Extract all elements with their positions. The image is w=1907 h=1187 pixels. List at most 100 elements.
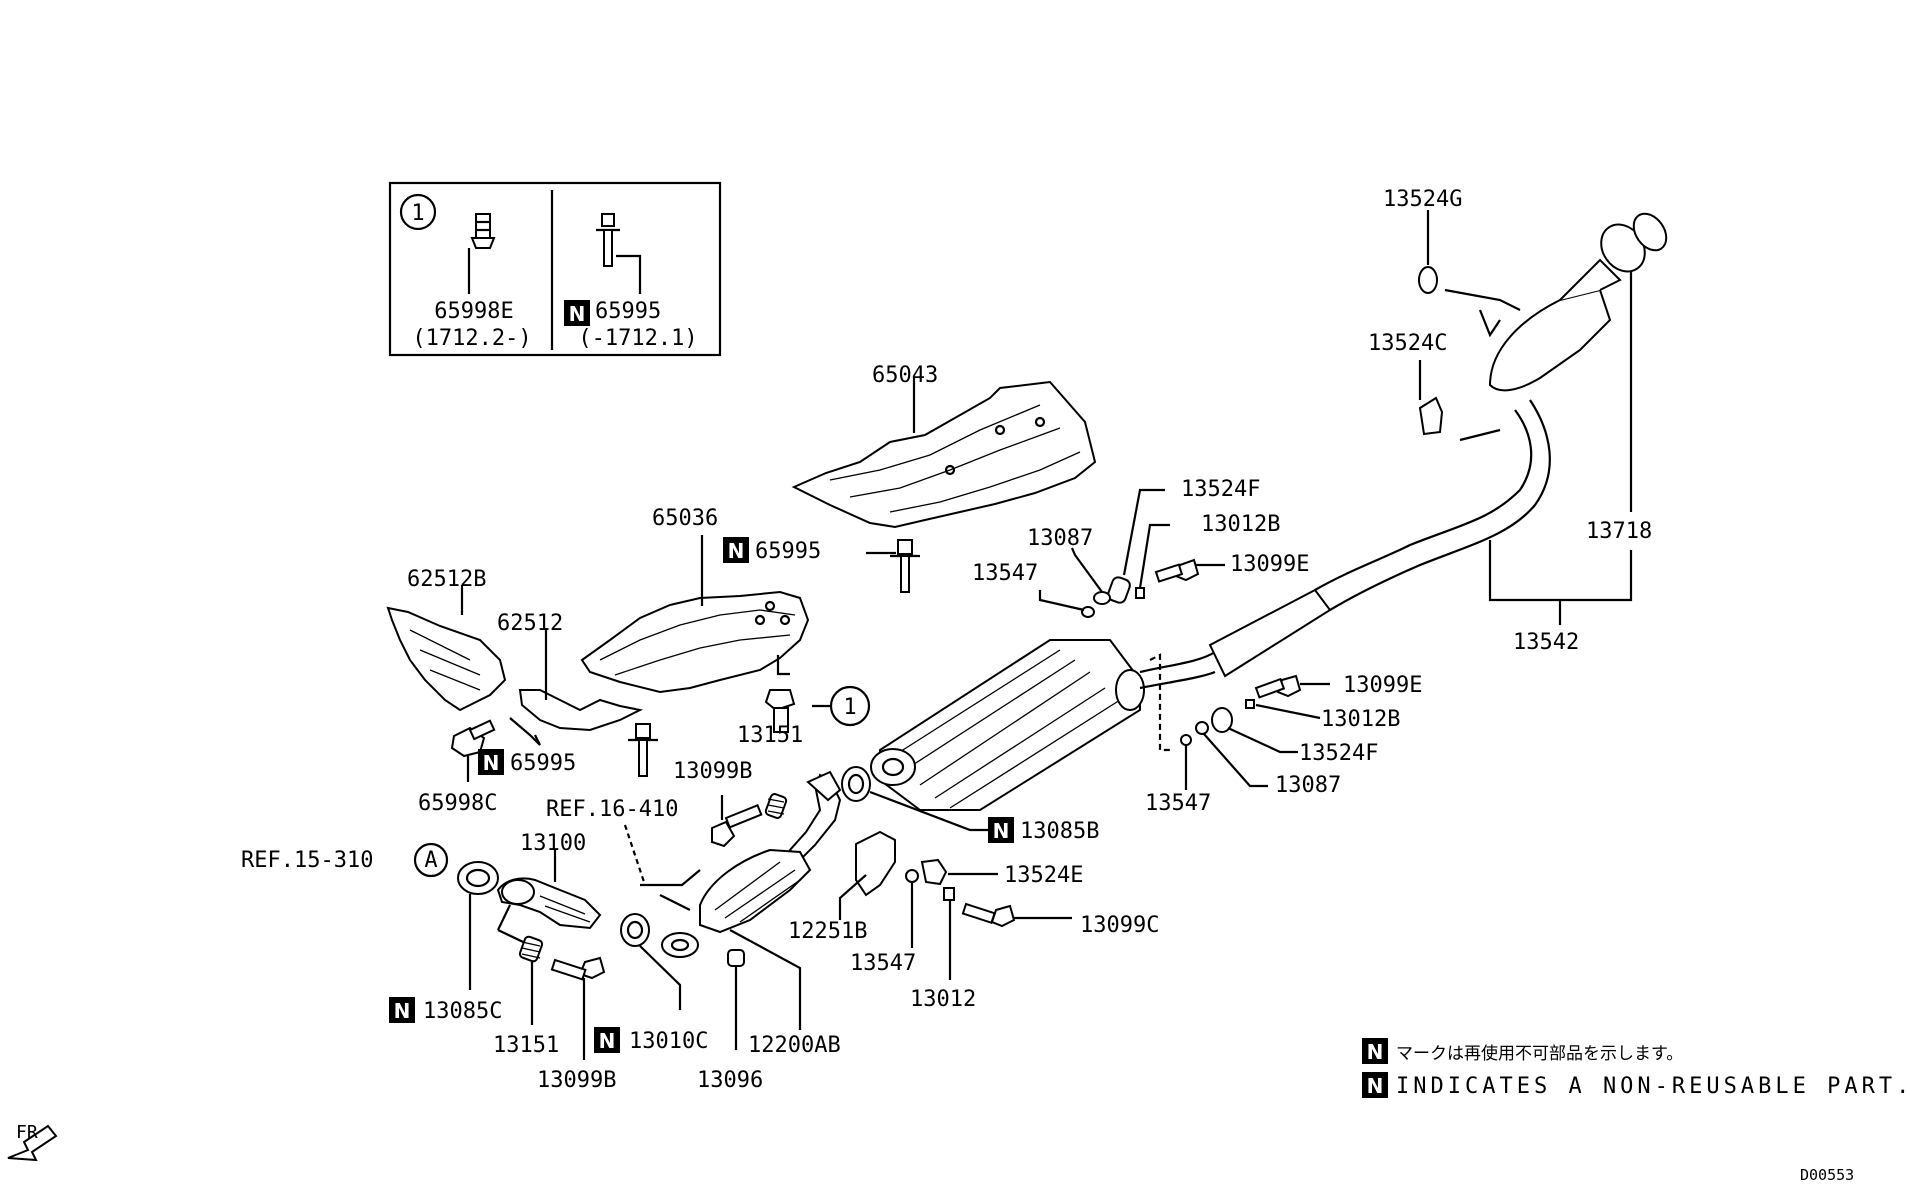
label-13012B-top: 13012B xyxy=(1201,512,1280,537)
bolt-65995-icon xyxy=(596,213,620,267)
n-mark-icon xyxy=(389,997,415,1023)
bracket-12251B-icon xyxy=(855,830,896,897)
label-13524G: 13524G xyxy=(1383,187,1462,212)
bolt-13151-top-icon xyxy=(764,689,796,733)
label-13087-right: 13087 xyxy=(1275,773,1341,798)
label-13524F-right: 13524F xyxy=(1299,741,1378,766)
collar-13012B-top-icon xyxy=(1135,587,1145,599)
label-65998C: 65998C xyxy=(418,791,497,816)
label-65043: 65043 xyxy=(872,363,938,388)
label-ref-16-410: REF.16-410 xyxy=(546,797,678,822)
washer-13547-right-icon xyxy=(1180,734,1192,746)
n-mark-icon xyxy=(988,817,1014,843)
washer-13087-top-icon xyxy=(1093,591,1111,605)
svg-text:N: N xyxy=(569,302,586,326)
label-13085C: 13085C xyxy=(423,999,502,1024)
legend: N マークは再使用不可部品を示します。 N INDICATES A NON-RE… xyxy=(1362,1038,1907,1099)
svg-text:N: N xyxy=(599,1029,616,1053)
svg-text:N: N xyxy=(728,539,745,563)
heat-shield-62512B xyxy=(386,606,507,712)
label-13087-top: 13087 xyxy=(1027,526,1093,551)
label-62512B: 62512B xyxy=(407,567,486,592)
collar-13012B-right-icon xyxy=(1245,699,1255,709)
inset-circle-label: 1 xyxy=(411,201,424,226)
n-mark-icon xyxy=(564,300,590,326)
spring-13151-icon xyxy=(764,793,788,819)
svg-text:A: A xyxy=(424,848,437,873)
bolt-13099C-icon xyxy=(961,902,1016,928)
spring-13151-low-icon xyxy=(518,935,544,963)
bolt-65998E-icon xyxy=(470,213,496,249)
ref-circle-A-icon xyxy=(413,842,449,878)
label-13100: 13100 xyxy=(520,831,586,856)
label-13010C: 13010C xyxy=(629,1029,708,1054)
svg-text:1: 1 xyxy=(843,695,856,720)
hanger-13524F-right-icon xyxy=(1211,707,1233,733)
label-13547-low: 13547 xyxy=(850,951,916,976)
hanger-13524C-icon xyxy=(1418,396,1444,436)
front-arrow-icon xyxy=(7,1124,58,1162)
label-13099E-top: 13099E xyxy=(1230,552,1309,577)
heat-shield-65043 xyxy=(791,380,1097,529)
label-13524E: 13524E xyxy=(1004,863,1083,888)
catalytic-converter-12200AB xyxy=(661,848,812,958)
label-13524F-top: 13524F xyxy=(1181,477,1260,502)
heat-shield-62512 xyxy=(509,689,644,746)
hanger-13524E-icon xyxy=(920,858,948,886)
inset-box: 1 65998E (1712.2-) N 65995 (-1712.1) xyxy=(388,181,722,357)
label-13151-top: 13151 xyxy=(737,723,803,748)
washer-13087-right-icon xyxy=(1195,721,1209,735)
diagram-id: D00553 xyxy=(1800,1166,1854,1184)
inset-right-part: 65995 xyxy=(595,299,661,324)
label-13099C: 13099C xyxy=(1080,913,1159,938)
inset-right-range: (-1712.1) xyxy=(578,326,697,351)
label-13547-top: 13547 xyxy=(972,561,1038,586)
gasket-13085C-icon xyxy=(457,861,499,895)
label-13524C: 13524C xyxy=(1368,331,1447,356)
label-13012: 13012 xyxy=(910,987,976,1012)
legend-japanese: マークは再使用不可部品を示します。 xyxy=(1396,1043,1683,1064)
front-pipe xyxy=(788,770,842,862)
label-13542: 13542 xyxy=(1513,630,1579,655)
bolt-13099B-low-icon xyxy=(550,956,606,981)
label-13085B: 13085B xyxy=(1020,819,1099,844)
label-12200AB: 12200AB xyxy=(748,1033,841,1058)
washer-13547-top-icon xyxy=(1081,606,1095,618)
heat-shield-65036 xyxy=(580,590,810,694)
svg-text:N: N xyxy=(483,751,500,775)
label-13099B-top: 13099B xyxy=(673,759,752,784)
label-65995-low: 65995 xyxy=(510,751,576,776)
n-mark-icon xyxy=(723,537,749,563)
label-13547-right: 13547 xyxy=(1145,791,1211,816)
inset-left-range: (1712.2-) xyxy=(412,326,531,351)
label-13151-low: 13151 xyxy=(493,1033,559,1058)
washer-13547-low-icon xyxy=(905,869,919,883)
nut-13096-icon xyxy=(727,949,745,967)
bolt-13099B-top-icon xyxy=(711,803,763,848)
n-mark-icon xyxy=(1362,1038,1388,1064)
bolt-65995-low-icon xyxy=(628,723,658,777)
hanger-13524F-top-icon xyxy=(1107,576,1131,604)
n-mark-icon xyxy=(594,1027,620,1053)
label-62512: 62512 xyxy=(497,611,563,636)
bolt-13099E-right-icon xyxy=(1254,674,1302,699)
label-13096: 13096 xyxy=(697,1068,763,1093)
label-13012B-right: 13012B xyxy=(1321,707,1400,732)
label-13099E-right: 13099E xyxy=(1343,673,1422,698)
label-13718: 13718 xyxy=(1586,519,1652,544)
center-muffler xyxy=(870,639,1145,811)
label-65036: 65036 xyxy=(652,506,718,531)
direction-label: FR xyxy=(16,1122,38,1143)
svg-text:N: N xyxy=(394,999,411,1023)
rear-muffler xyxy=(1444,212,1668,442)
label-13099B-low: 13099B xyxy=(537,1068,616,1093)
label-ref-15-310: REF.15-310 xyxy=(241,848,373,873)
gasket-13085B-icon xyxy=(841,766,871,802)
collar-13012-icon xyxy=(943,887,955,901)
gasket-13010C-icon xyxy=(620,913,650,947)
svg-text:N: N xyxy=(1367,1074,1384,1098)
bolt-65998C-icon xyxy=(450,719,496,758)
label-12251B: 12251B xyxy=(788,919,867,944)
ref-circle-1-icon xyxy=(829,685,871,727)
